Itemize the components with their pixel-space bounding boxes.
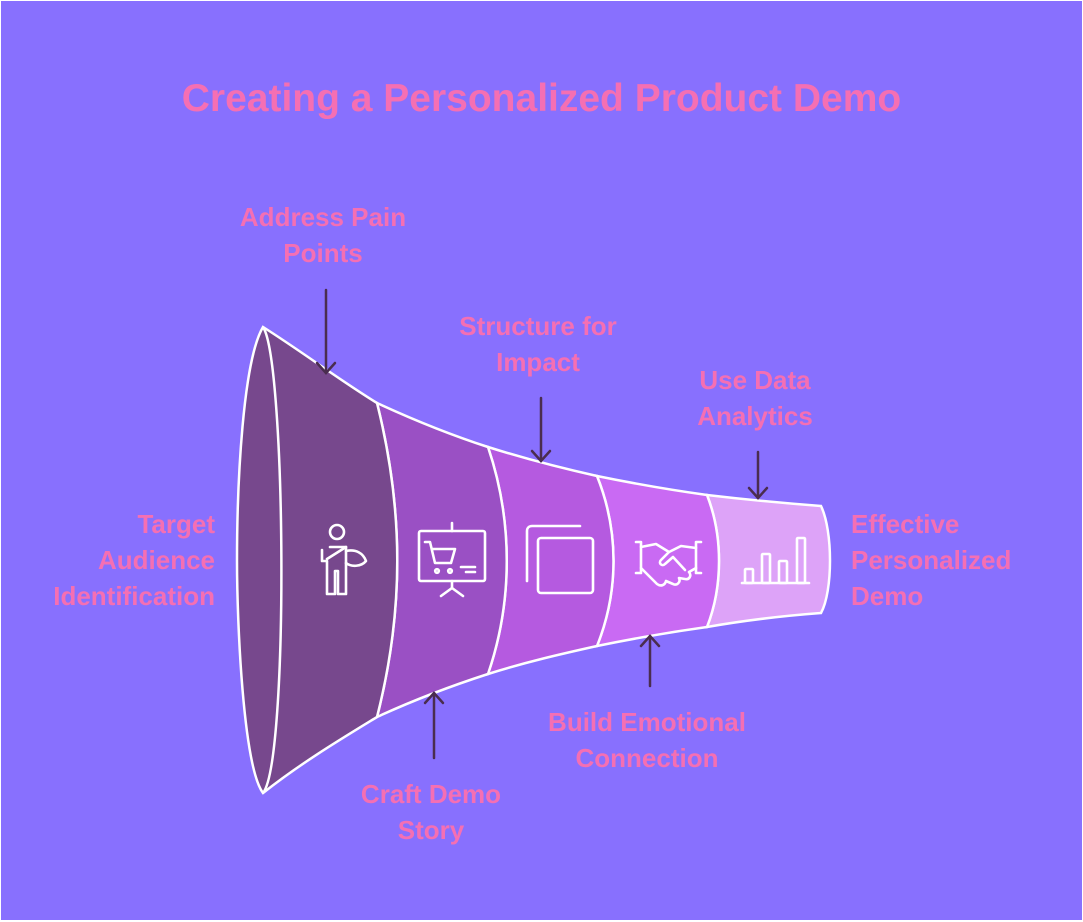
end-label-line: Demo (851, 581, 924, 611)
stage-label-line: Impact (496, 347, 580, 377)
start-label-line: Target (137, 509, 215, 539)
start-label-line: Identification (53, 581, 215, 611)
person-with-sling-icon (320, 523, 368, 596)
stage-5-label: Use Data Analytics (655, 362, 855, 434)
bar-chart-icon (740, 536, 811, 585)
arrow-stage-3 (530, 396, 552, 463)
stage-label-line: Structure for (459, 311, 617, 341)
start-label: Target Audience Identification (53, 506, 215, 614)
arrow-stage-4 (639, 634, 661, 688)
stage-label-line: Address Pain (239, 202, 407, 232)
end-label-line: Effective (851, 509, 960, 539)
start-label-line: Audience (97, 545, 215, 575)
stage-1-label: Address Pain Points (223, 199, 423, 271)
stage-2-label: Craft Demo Story (331, 776, 531, 848)
stage-label-line: Craft Demo (360, 779, 502, 809)
stage-label-line: Points (283, 238, 363, 268)
stage-4-label: Build Emotional Connection (522, 704, 772, 776)
funnel-stage-5 (705, 493, 832, 629)
funnel-stage-4 (594, 474, 721, 648)
stage-label-line: Use Data (699, 365, 811, 395)
end-label: Effective Personalized Demo (851, 506, 1011, 614)
funnel-stage-1 (235, 325, 399, 795)
diagram-title: Creating a Personalized Product Demo (181, 77, 902, 120)
arrow-stage-2 (423, 691, 445, 760)
presentation-cart-icon (417, 521, 487, 598)
handshake-icon (634, 540, 703, 587)
stage-label-line: Connection (575, 743, 719, 773)
stacked-windows-icon (525, 524, 595, 595)
arrow-stage-5 (747, 450, 769, 500)
arrow-stage-1 (315, 288, 337, 375)
stage-label-line: Analytics (697, 401, 813, 431)
stage-label-line: Story (397, 815, 465, 845)
end-label-line: Personalized (851, 545, 1012, 575)
stage-label-line: Build Emotional (548, 707, 746, 737)
funnel-mouth-rim (261, 326, 283, 794)
stage-3-label: Structure for Impact (438, 308, 638, 380)
